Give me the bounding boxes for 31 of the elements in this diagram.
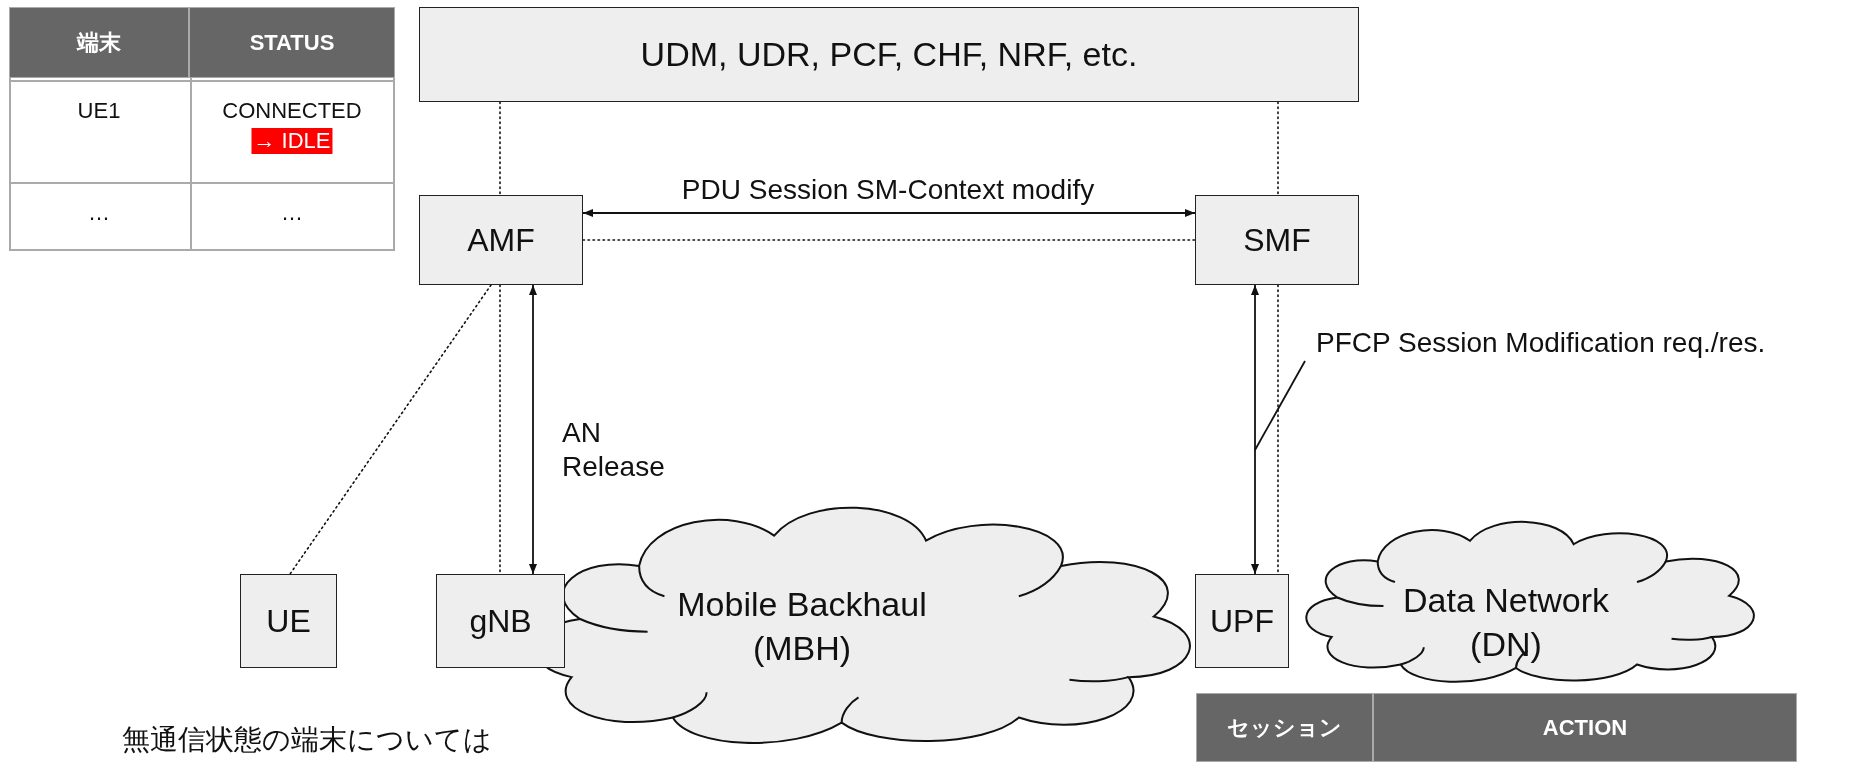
table-text: UE1: [77, 98, 121, 124]
status-change-highlight: → IDLE: [251, 128, 333, 154]
device-box: UE: [240, 574, 337, 668]
user-plane-box: UPF: [1195, 574, 1289, 668]
column-header: ACTION: [1373, 693, 1797, 762]
dotted-line: [582, 239, 1196, 241]
cloud-label: Data Network (DN): [1402, 580, 1610, 665]
edge-label: PFCP Session Modification req./res.: [1316, 325, 1766, 361]
edge-label: AN Release: [562, 416, 666, 484]
column-header: セッション: [1196, 693, 1373, 762]
column-header: STATUS: [189, 7, 395, 78]
dotted-line: [289, 284, 492, 575]
dotted-line: [499, 284, 501, 575]
dotted-line: [1277, 284, 1279, 575]
edge-label: PDU Session SM-Context modify: [680, 173, 1096, 207]
dotted-line: [1277, 101, 1279, 196]
double-arrow: [529, 284, 537, 575]
note-text: 無通信状態の端末については: [122, 724, 492, 756]
table-text: CONNECTED: [222, 98, 362, 124]
dotted-line: [499, 101, 501, 196]
table-text: …: [88, 200, 110, 226]
network-function-box: UDM, UDR, PCF, CHF, NRF, etc.: [419, 7, 1359, 102]
table-text: …: [281, 200, 303, 226]
column-header: 端末: [9, 7, 189, 78]
double-arrow: [1251, 284, 1259, 575]
double-arrow: [582, 209, 1196, 217]
base-station-box: gNB: [436, 574, 565, 668]
cloud-label: Mobile Backhaul (MBH): [676, 584, 928, 669]
network-function-box: AMF: [419, 195, 583, 285]
leader-line: [1254, 360, 1306, 451]
network-function-box: SMF: [1195, 195, 1359, 285]
